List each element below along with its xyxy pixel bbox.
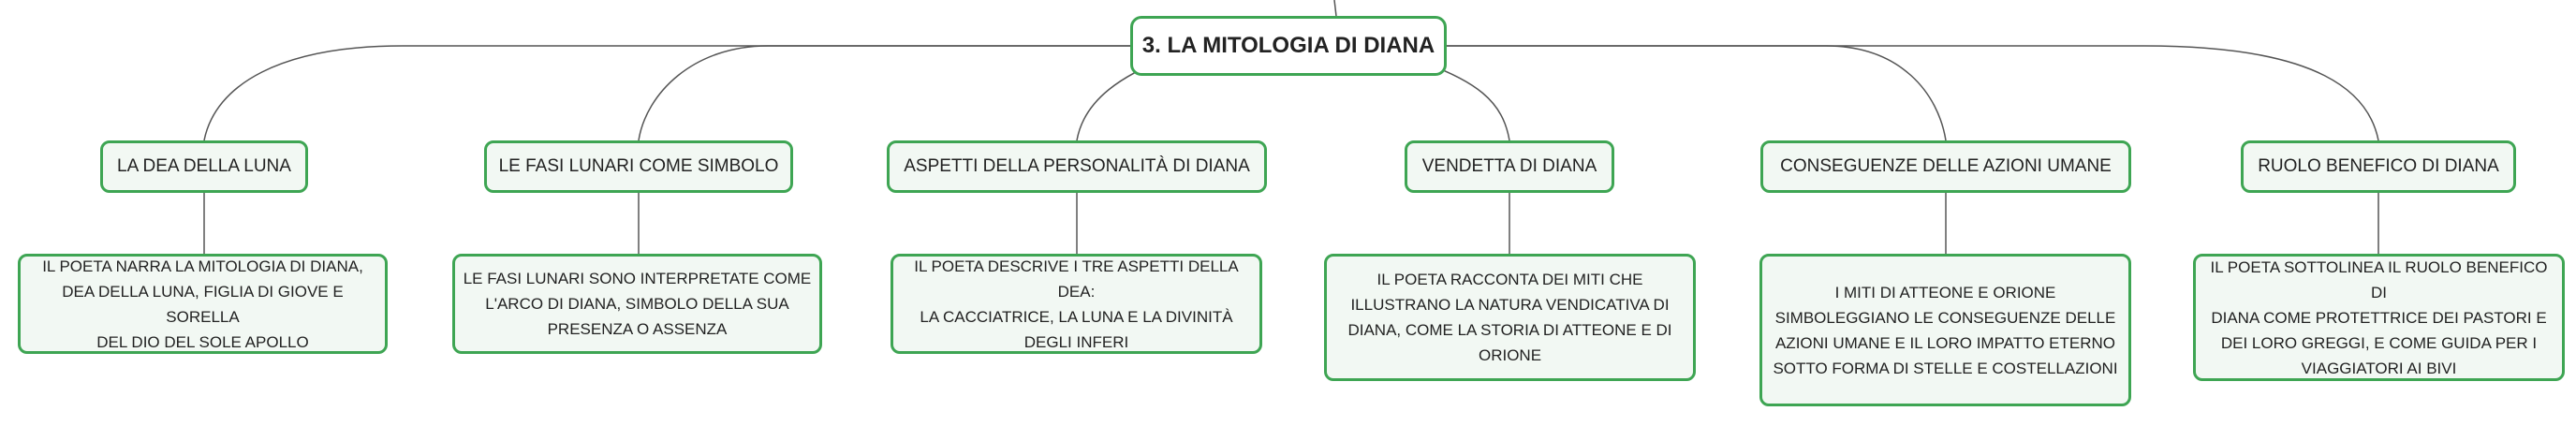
topic-label: RUOLO BENEFICO DI DIANA [2258,156,2499,176]
text-line: SIMBOLEGGIANO LE CONSEGUENZE DELLE [1774,308,2116,327]
subtopic-aspetti-personalita[interactable]: IL POETA DESCRIVE I TRE ASPETTI DELLA DE… [891,254,1262,354]
subtopic-ruolo-benefico[interactable]: IL POETA SOTTOLINEA IL RUOLO BENEFICO DI… [2193,254,2565,381]
text-line: IL POETA SOTTOLINEA IL RUOLO BENEFICO DI [2210,257,2548,301]
text-line: DEL DIO DEL SOLE APOLLO [96,332,309,351]
topic-la-dea-della-luna[interactable]: LA DEA DELLA LUNA [100,140,308,193]
topic-label: LE FASI LUNARI COME SIMBOLO [498,156,779,176]
text-line: IL POETA NARRA LA MITOLOGIA DI DIANA, [42,257,363,275]
topic-conseguenze-azioni[interactable]: CONSEGUENZE DELLE AZIONI UMANE [1760,140,2131,193]
central-topic-title: 3. LA MITOLOGIA DI DIANA [1141,33,1435,58]
text-line: VIAGGIATORI AI BIVI [2301,359,2457,377]
subtopic-conseguenze-azioni[interactable]: I MITI DI ATTEONE E ORIONE SIMBOLEGGIANO… [1759,254,2131,406]
connector-root-branch-6 [1447,45,2379,141]
text-line: LA CACCIATRICE, LA LUNA E LA DIVINITÀ [920,307,1233,326]
topic-label: VENDETTA DI DIANA [1421,156,1597,176]
topic-label: LA DEA DELLA LUNA [117,156,291,176]
connector-root-branch-1 [203,45,1133,141]
subtopic-vendetta-di-diana[interactable]: IL POETA RACCONTA DEI MITI CHE ILLUSTRAN… [1324,254,1696,381]
topic-le-fasi-lunari[interactable]: LE FASI LUNARI COME SIMBOLO [484,140,793,193]
text-line: IL POETA RACCONTA DEI MITI CHE [1376,271,1643,288]
subtopic-la-dea-della-luna[interactable]: IL POETA NARRA LA MITOLOGIA DI DIANA, DE… [18,254,388,354]
subtopic-le-fasi-lunari[interactable]: LE FASI LUNARI SONO INTERPRETATE COME L'… [452,254,822,354]
text-line: ILLUSTRANO LA NATURA VENDICATIVA DI [1350,296,1670,314]
topic-vendetta-di-diana[interactable]: VENDETTA DI DIANA [1405,140,1614,193]
subtopic-text: LE FASI LUNARI SONO INTERPRETATE COME L'… [464,266,812,342]
central-topic[interactable]: 3. LA MITOLOGIA DI DIANA [1130,16,1447,76]
text-line: ORIONE [1478,346,1542,364]
text-line: DEGLI INFERI [1023,332,1129,351]
text-line: IL POETA DESCRIVE I TRE ASPETTI DELLA DE… [914,257,1239,301]
topic-aspetti-personalita[interactable]: ASPETTI DELLA PERSONALITÀ DI DIANA [887,140,1267,193]
text-line: AZIONI UMANE E IL LORO IMPATTO ETERNO [1774,333,2115,352]
text-line: DEA DELLA LUNA, FIGLIA DI GIOVE E SORELL… [62,282,344,326]
subtopic-text: IL POETA DESCRIVE I TRE ASPETTI DELLA DE… [899,254,1254,355]
subtopic-text: IL POETA NARRA LA MITOLOGIA DI DIANA, DE… [26,254,379,355]
subtopic-text: I MITI DI ATTEONE E ORIONE SIMBOLEGGIANO… [1773,280,2117,381]
topic-label: ASPETTI DELLA PERSONALITÀ DI DIANA [904,156,1250,176]
subtopic-text: IL POETA SOTTOLINEA IL RUOLO BENEFICO DI… [2201,255,2556,381]
connector-root-branch-5 [1447,45,1947,141]
text-line: I MITI DI ATTEONE E ORIONE [1834,283,2056,301]
topic-ruolo-benefico[interactable]: RUOLO BENEFICO DI DIANA [2241,140,2516,193]
connector-root-branch-2 [638,45,1133,141]
text-line: DIANA COME PROTETTRICE DEI PASTORI E [2211,308,2547,327]
text-line: DEI LORO GREGGI, E COME GUIDA PER I [2220,333,2538,352]
text-line: L'ARCO DI DIANA, SIMBOLO DELLA SUA [485,295,789,313]
connector-root-top [1333,0,1337,17]
text-line: SOTTO FORMA DI STELLE E COSTELLAZIONI [1773,359,2118,377]
text-line: PRESENZA O ASSENZA [547,320,728,338]
text-line: LE FASI LUNARI SONO INTERPRETATE COME [463,270,812,287]
subtopic-text: IL POETA RACCONTA DEI MITI CHE ILLUSTRAN… [1347,267,1671,368]
topic-label: CONSEGUENZE DELLE AZIONI UMANE [1780,156,2112,176]
text-line: DIANA, COME LA STORIA DI ATTEONE E DI [1347,321,1672,339]
